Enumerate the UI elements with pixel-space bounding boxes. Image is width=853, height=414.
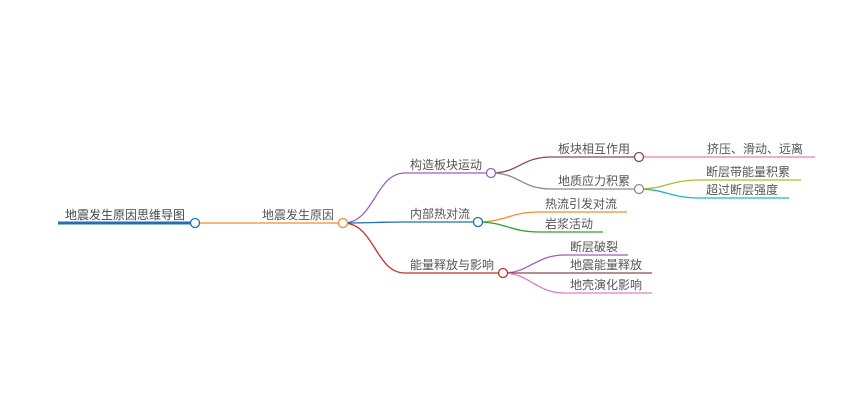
branch-toggle-dot-convection[interactable] — [472, 216, 484, 228]
node-label-exceed-strength[interactable]: 超过断层强度 — [706, 182, 778, 197]
node-label-compress-slide[interactable]: 挤压、滑动、远离 — [707, 141, 803, 156]
node-label-fault-rupture[interactable]: 断层破裂 — [570, 239, 618, 254]
connector-b0-c0 — [490, 156, 639, 174]
root-node-label[interactable]: 地震发生原因思维导图 — [65, 207, 185, 222]
node-label-stress-accumulation[interactable]: 地质应力积累 — [558, 173, 630, 188]
branch-toggle-dot-tectonic[interactable] — [485, 167, 497, 179]
connector-b0-c1 — [490, 172, 639, 190]
branch-toggle-dot-energy[interactable] — [497, 267, 509, 279]
labels: 地震发生原因思维导图 地震发生原因 构造板块运动 内部热对流 能量释放与影响 板… — [65, 141, 803, 292]
branch-label-convection[interactable]: 内部热对流 — [410, 206, 470, 221]
connector-main-branch-1 — [342, 221, 478, 224]
connector-main-branch-2 — [342, 222, 503, 274]
connector-b0c1-leaf1 — [638, 188, 789, 199]
branch-label-energy[interactable]: 能量释放与影响 — [410, 257, 494, 272]
connector-b1-c0 — [477, 211, 627, 223]
node-label-plate-interaction[interactable]: 板块相互作用 — [558, 142, 630, 156]
connector-b0c1-leaf0 — [638, 179, 801, 190]
node-toggle-dot-plate-interaction[interactable] — [633, 151, 645, 163]
node-label-crust-evolution[interactable]: 地壳演化影响 — [570, 277, 642, 292]
main-toggle-dot[interactable] — [337, 217, 349, 229]
node-label-fault-energy[interactable]: 断层带能量积累 — [706, 164, 790, 179]
branch-label-tectonic[interactable]: 构造板块运动 — [410, 157, 482, 172]
root-toggle-dot[interactable] — [189, 217, 201, 229]
node-label-heat-flow[interactable]: 热流引发对流 — [545, 196, 617, 211]
connector-main-branch-0 — [342, 172, 491, 224]
node-label-energy-release[interactable]: 地震能量释放 — [570, 257, 642, 272]
connectors — [195, 156, 815, 294]
toggle-dots — [189, 151, 645, 279]
connector-b2-c2 — [502, 272, 652, 294]
node-toggle-dot-stress-accumulation[interactable] — [633, 183, 645, 195]
node-label-magma[interactable]: 岩浆活动 — [545, 216, 593, 231]
connector-b1-c1 — [477, 221, 603, 233]
main-node-label[interactable]: 地震发生原因 — [262, 207, 334, 222]
